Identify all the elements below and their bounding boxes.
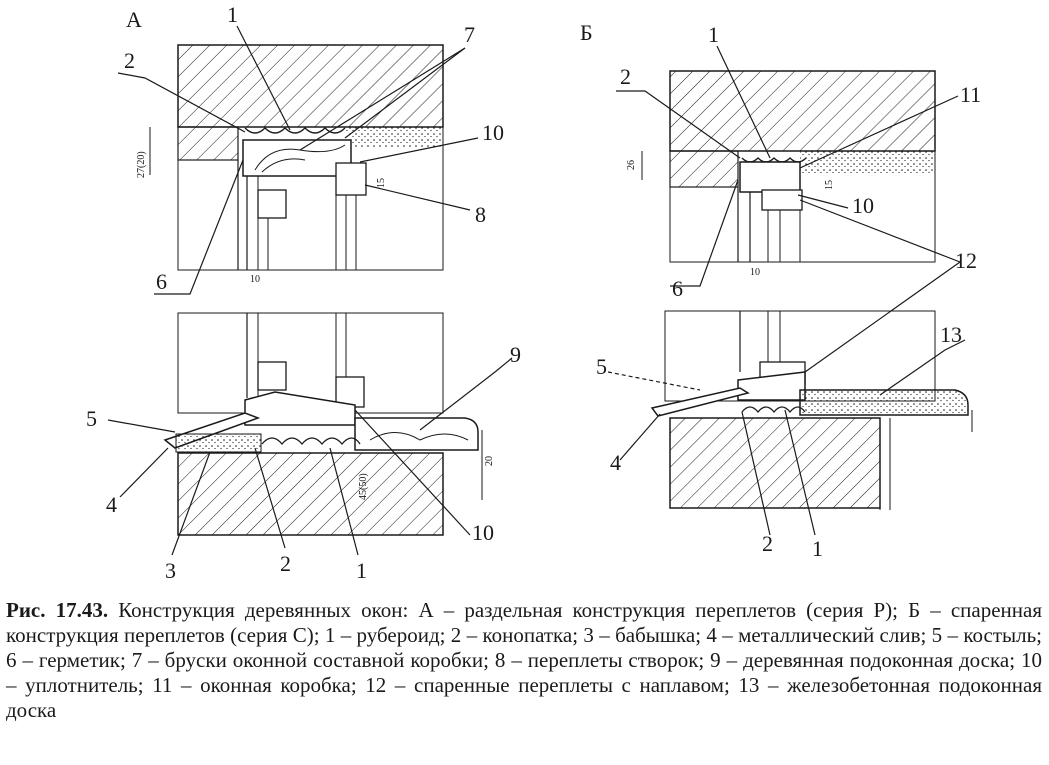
a-window-board-grain bbox=[369, 432, 469, 441]
callout-b-6: 6 bbox=[672, 276, 683, 301]
dim-label-a-15: 15 bbox=[376, 178, 387, 188]
dim-label-a-45: 45(50) bbox=[358, 473, 369, 500]
dim-label-a-10: 10 bbox=[250, 274, 260, 285]
a-caulking bbox=[244, 127, 346, 134]
callout-a-4: 4 bbox=[106, 492, 117, 517]
b-head-wall-left bbox=[669, 150, 739, 188]
callout-b-12: 12 bbox=[955, 248, 977, 273]
a-frame-head bbox=[242, 139, 352, 177]
leader-b-12a bbox=[799, 199, 961, 263]
callout-a-5: 5 bbox=[86, 406, 97, 431]
b-head-lintel bbox=[669, 70, 936, 152]
dimension-marks bbox=[149, 127, 973, 500]
callout-b-10: 10 bbox=[852, 193, 874, 218]
callout-a-10: 10 bbox=[482, 120, 504, 145]
dim-label-b-26: 26 bbox=[626, 160, 637, 170]
leader-a-1 bbox=[236, 25, 291, 131]
a-window-board bbox=[354, 417, 479, 451]
callout-a-8: 8 bbox=[475, 202, 486, 227]
leader-b-4 bbox=[619, 413, 661, 461]
a-sill-caulking bbox=[261, 437, 361, 446]
callout-a-7: 7 bbox=[464, 22, 475, 47]
callout-a-10b: 10 bbox=[472, 520, 494, 545]
callout-b-2b: 2 bbox=[762, 531, 773, 556]
panel-a-letter: А bbox=[126, 7, 142, 32]
callout-b-5: 5 bbox=[596, 354, 607, 379]
leader-b-1 bbox=[716, 45, 771, 159]
leader-a-9 bbox=[419, 357, 513, 431]
leader-b-2 bbox=[616, 90, 741, 159]
leader-b-11 bbox=[799, 95, 959, 169]
dim-label-b-10: 10 bbox=[750, 267, 760, 278]
callout-b-13: 13 bbox=[940, 322, 962, 347]
a-sill-mortar bbox=[175, 433, 262, 453]
leader-a-7a bbox=[299, 47, 466, 151]
leader-b-10 bbox=[797, 194, 849, 209]
leader-b-2b bbox=[741, 411, 771, 536]
leader-a-1b bbox=[329, 447, 359, 556]
callout-b-1: 1 bbox=[708, 22, 719, 47]
callout-b-2: 2 bbox=[620, 64, 631, 89]
leader-a-10b bbox=[354, 409, 471, 536]
leader-b-1b bbox=[784, 409, 816, 536]
leader-b-12b bbox=[804, 261, 961, 373]
leader-a-5 bbox=[107, 419, 176, 433]
leader-lines bbox=[107, 25, 966, 556]
leader-a-6 bbox=[154, 159, 244, 295]
a-frame-grain-2 bbox=[261, 158, 306, 173]
leader-b-6 bbox=[670, 179, 739, 287]
leader-a-8 bbox=[364, 184, 471, 211]
a-sill-masonry bbox=[177, 452, 444, 536]
dim-label-a-20: 20 bbox=[484, 456, 495, 466]
panel-a: А bbox=[126, 7, 479, 536]
a-head-lintel bbox=[177, 44, 444, 128]
callout-a-1b: 1 bbox=[356, 558, 367, 583]
callout-b-4: 4 bbox=[610, 450, 621, 475]
leader-a-2 bbox=[117, 72, 246, 133]
leader-a-2b bbox=[254, 447, 286, 549]
leader-a-7b bbox=[344, 47, 466, 139]
b-paired-sash-head bbox=[761, 189, 803, 211]
callout-a-2b: 2 bbox=[280, 551, 291, 576]
b-head-mortar bbox=[800, 151, 935, 173]
b-frame-sill bbox=[737, 371, 806, 401]
caption-text: Конструкция деревянных окон: А – раздель… bbox=[6, 598, 1043, 722]
callout-a-1: 1 bbox=[227, 2, 238, 27]
caption-label: Рис. 17.43. bbox=[6, 598, 109, 622]
window-construction-diagram: А bbox=[86, 2, 981, 583]
callout-a-6: 6 bbox=[156, 269, 167, 294]
panel-b-letter: Б bbox=[580, 20, 593, 45]
callout-a-9: 9 bbox=[510, 342, 521, 367]
callout-a-3: 3 bbox=[165, 558, 176, 583]
panel-b: Б bbox=[580, 20, 969, 510]
figure-caption: Рис. 17.43. Конструкция деревянных окон:… bbox=[6, 598, 1042, 723]
a-sash-head bbox=[335, 162, 367, 196]
b-sill-masonry bbox=[669, 417, 881, 509]
callout-b-1b: 1 bbox=[812, 536, 823, 561]
b-frame-head bbox=[739, 161, 801, 193]
a-inner-sash-head bbox=[257, 189, 287, 219]
leader-a-4 bbox=[119, 447, 169, 498]
callout-b-11: 11 bbox=[960, 82, 981, 107]
leader-a-3 bbox=[171, 451, 211, 556]
b-sill-caulking bbox=[741, 406, 806, 414]
callout-a-2: 2 bbox=[124, 48, 135, 73]
a-sash-sill-inner bbox=[257, 361, 287, 391]
b-metal-drip bbox=[650, 387, 750, 417]
b-rc-window-board bbox=[799, 389, 969, 416]
b-head-wall-box bbox=[669, 150, 936, 263]
a-head-mortar bbox=[345, 127, 443, 147]
leader-b-5 bbox=[607, 371, 701, 391]
leader-b-13 bbox=[879, 339, 966, 396]
a-head-wall-left bbox=[177, 126, 239, 161]
leader-a-10 bbox=[359, 137, 479, 163]
dim-label-b-15: 15 bbox=[824, 180, 835, 190]
dim-label-a-27: 27(20) bbox=[136, 151, 147, 178]
a-head-wall-box bbox=[177, 126, 444, 271]
